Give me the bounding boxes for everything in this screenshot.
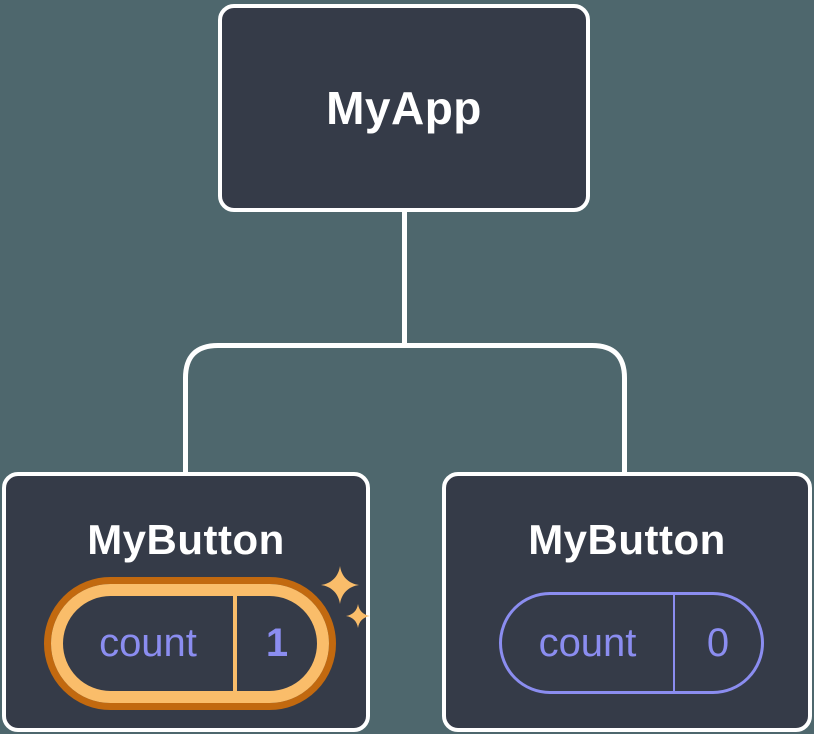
sparkle-large (321, 566, 359, 604)
state-value: 0 (706, 620, 730, 665)
state-pill-divider (673, 595, 675, 691)
state-value: 1 (265, 621, 289, 665)
state-name-label: count (99, 621, 197, 665)
connector-branch (183, 343, 627, 474)
sparkle-small (346, 604, 370, 628)
state-name-label: count (538, 620, 637, 665)
node-myapp: MyApp (218, 4, 590, 212)
node-mybutton-right: MyButton count 0 (442, 472, 812, 732)
node-mybutton-left-label: MyButton (87, 516, 285, 563)
state-pill-divider (233, 596, 237, 691)
state-pill-highlighted-inner: count 1 (51, 584, 329, 703)
node-myapp-label: MyApp (326, 82, 482, 134)
node-mybutton-right-label: MyButton (528, 516, 726, 563)
state-pill-highlighted: count 1 (44, 577, 336, 710)
state-pill: count 0 (499, 592, 764, 694)
node-mybutton-left: MyButton count 1 (2, 472, 370, 732)
